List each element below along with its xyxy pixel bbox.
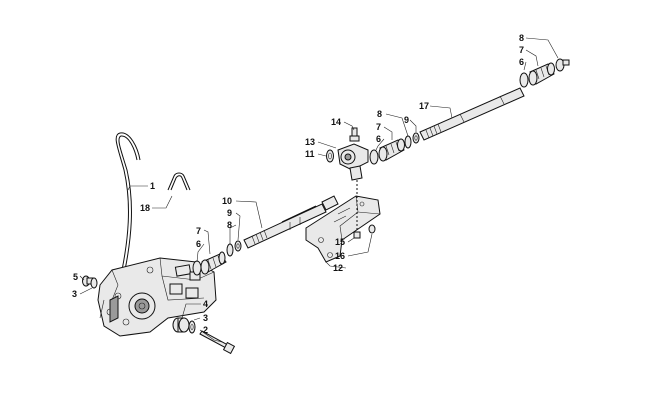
- callout-17: 17: [419, 101, 429, 111]
- bearing-ring-11: [326, 149, 334, 163]
- callout-10: 10: [222, 196, 232, 206]
- mounting-bracket: [305, 195, 381, 263]
- ring-mid-9: [412, 132, 420, 144]
- callout-3-lower: 3: [203, 313, 208, 323]
- leader-lines: [79, 37, 559, 343]
- callout-8-upper: 8: [519, 33, 524, 43]
- bracket-nut: [353, 180, 376, 239]
- callout-11: 11: [305, 149, 315, 159]
- prop-shaft-lower: [243, 195, 339, 249]
- gear-case: [97, 257, 217, 337]
- callout-6-upper: 6: [519, 57, 524, 67]
- callout-9-lower: 9: [227, 208, 232, 218]
- hose-clip: [167, 172, 191, 191]
- boot-clamp-lower-6: [192, 260, 202, 276]
- callout-8-mid: 8: [377, 109, 382, 119]
- callout-5: 5: [73, 272, 78, 282]
- callout-7-upper: 7: [519, 45, 524, 55]
- callout-8-lower: 8: [227, 220, 232, 230]
- callout-2: 2: [203, 325, 208, 335]
- ring-lower-9: [234, 240, 242, 252]
- callout-3-left: 3: [72, 289, 77, 299]
- callout-1: 1: [150, 181, 155, 191]
- center-bearing: [337, 127, 369, 181]
- boot-clamp-upper-8: [555, 58, 570, 72]
- spacer: [172, 317, 190, 333]
- callout-6-lower: 6: [196, 239, 201, 249]
- callout-7-lower: 7: [196, 226, 201, 236]
- callout-7-mid: 7: [376, 122, 381, 132]
- callout-6-mid: 6: [376, 134, 381, 144]
- prop-shaft-upper: [419, 87, 525, 141]
- callout-14: 14: [331, 117, 341, 127]
- boot-mid-7: [378, 138, 405, 162]
- callout-13: 13: [305, 137, 315, 147]
- washer-lower: [188, 320, 196, 334]
- callout-labels: 1 18 5 3 4 3 2 7 6 8 9 10 13 11 14 8 7 6…: [72, 33, 524, 335]
- boot-clamp-lower-8: [226, 243, 234, 257]
- callout-18: 18: [140, 203, 150, 213]
- callout-9-mid: 9: [404, 115, 409, 125]
- callout-16: 16: [335, 251, 345, 261]
- boot-lower-7: [200, 251, 227, 275]
- boot-upper-7: [528, 62, 555, 86]
- callout-4: 4: [203, 299, 208, 309]
- boot-clamp-mid-6: [369, 149, 379, 165]
- boot-clamp-mid-8: [404, 135, 412, 149]
- washer-left: [90, 277, 98, 289]
- callout-12: 12: [333, 263, 343, 273]
- boot-clamp-upper-6: [519, 72, 529, 88]
- callout-15: 15: [335, 237, 345, 247]
- vent-hose: [115, 132, 141, 271]
